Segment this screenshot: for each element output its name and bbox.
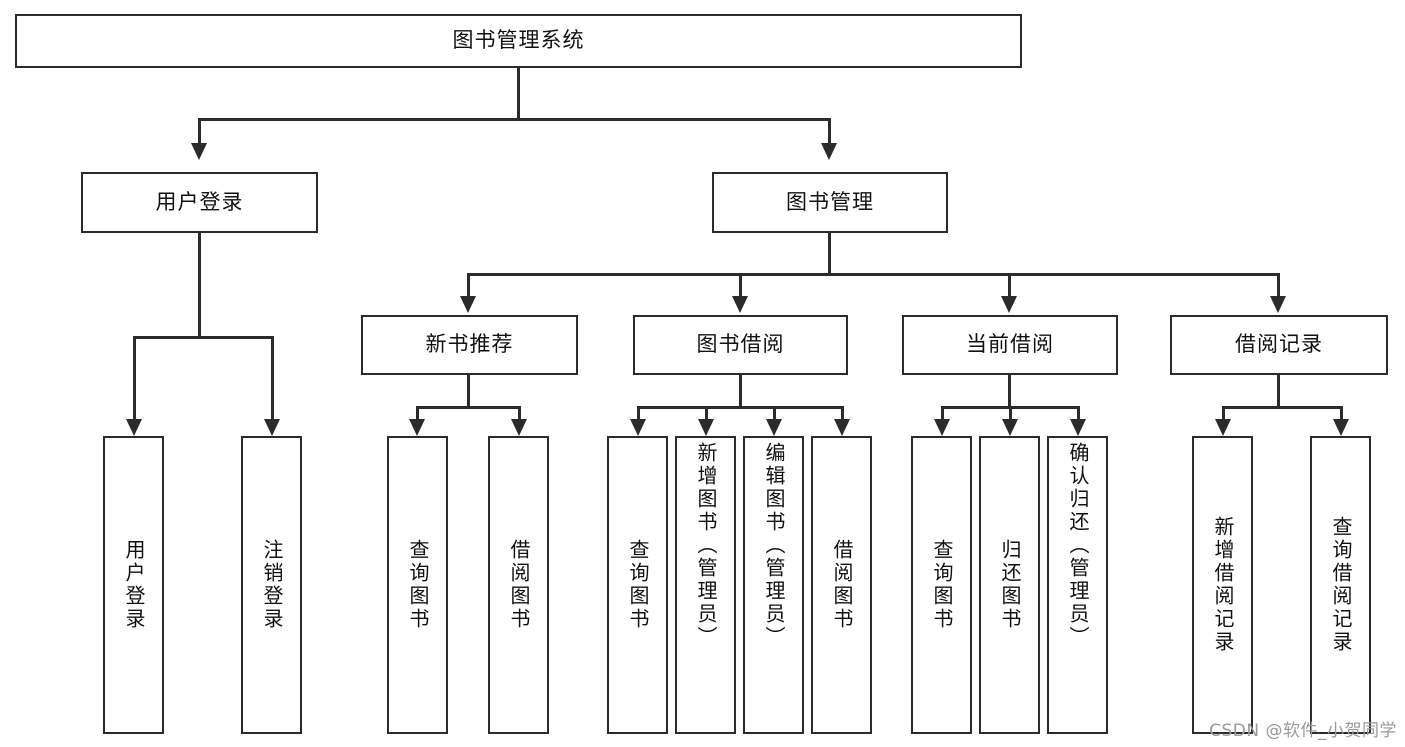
- node-label: 查询图书: [406, 539, 430, 631]
- node-book-borrow[interactable]: 图书借阅: [633, 315, 848, 375]
- edge-bm-to-new-book: [467, 273, 470, 299]
- node-label: 图书管理: [786, 189, 874, 214]
- edge-newbook-to-query: [416, 406, 419, 422]
- node-label: 查询图书: [930, 539, 954, 631]
- node-label: 注销登录: [260, 539, 284, 631]
- node-leaf-add-borrow-record[interactable]: 新增借阅记录: [1192, 436, 1253, 734]
- node-label: 用户登录: [122, 539, 146, 631]
- edge-root-to-book-management: [828, 118, 831, 146]
- edge-currentborrow-to-return: [1009, 406, 1012, 422]
- node-label: 查询图书: [626, 539, 650, 631]
- arrow-currentborrow-to-confirm: [1070, 419, 1086, 436]
- edge-newbook-stem: [467, 375, 470, 408]
- arrow-records-to-add: [1215, 419, 1231, 436]
- node-label: 借阅记录: [1235, 332, 1323, 357]
- arrow-bm-to-borrow: [732, 296, 748, 313]
- edge-user-login-to-login: [133, 336, 136, 422]
- edge-records-to-query: [1340, 406, 1343, 422]
- node-label: 新增图书（管理员）: [694, 442, 718, 649]
- node-label: 归还图书: [998, 539, 1022, 631]
- edge-newbook-bus: [416, 406, 521, 409]
- arrow-currentborrow-to-return: [1002, 419, 1018, 436]
- edge-book-management-bus: [467, 273, 1279, 276]
- arrow-bm-to-current: [1001, 296, 1017, 313]
- edge-currentborrow-to-query: [941, 406, 944, 422]
- edge-records-stem: [1277, 375, 1280, 408]
- edge-bookborrow-to-edit: [773, 406, 776, 422]
- arrow-records-to-query: [1333, 419, 1349, 436]
- node-new-book-recommend[interactable]: 新书推荐: [361, 315, 578, 375]
- edge-currentborrow-to-confirm: [1077, 406, 1080, 422]
- node-leaf-confirm-return-admin[interactable]: 确认归还（管理员）: [1047, 436, 1108, 734]
- node-leaf-query-book-borrow[interactable]: 查询图书: [607, 436, 668, 734]
- arrow-root-to-user-login: [191, 143, 207, 160]
- edge-book-management-stem: [828, 233, 831, 275]
- edge-root-bus: [198, 118, 830, 121]
- edge-bm-to-borrow: [739, 273, 742, 299]
- node-current-borrow[interactable]: 当前借阅: [902, 315, 1118, 375]
- edge-user-login-bus: [133, 336, 271, 339]
- node-user-login[interactable]: 用户登录: [81, 172, 318, 233]
- node-label: 查询借阅记录: [1329, 516, 1353, 654]
- edge-currentborrow-stem: [1008, 375, 1011, 408]
- edge-bookborrow-bus: [637, 406, 843, 409]
- node-label: 编辑图书（管理员）: [762, 442, 786, 649]
- node-leaf-logout[interactable]: 注销登录: [241, 436, 302, 734]
- arrow-root-to-book-management: [821, 143, 837, 160]
- node-leaf-add-book-admin[interactable]: 新增图书（管理员）: [675, 436, 736, 734]
- node-book-management[interactable]: 图书管理: [712, 172, 948, 233]
- arrow-bm-to-new-book: [460, 296, 476, 313]
- edge-records-to-add: [1222, 406, 1225, 422]
- node-label: 借阅图书: [507, 539, 531, 631]
- arrow-newbook-to-query: [409, 419, 425, 436]
- node-leaf-query-book-current[interactable]: 查询图书: [911, 436, 972, 734]
- node-label: 用户登录: [155, 189, 244, 214]
- node-label: 当前借阅: [966, 332, 1054, 357]
- arrow-user-login-to-login: [126, 419, 142, 436]
- node-label: 图书管理系统: [452, 28, 585, 53]
- node-borrow-records[interactable]: 借阅记录: [1170, 315, 1388, 375]
- node-leaf-query-book-recommend[interactable]: 查询图书: [387, 436, 448, 734]
- arrow-bm-to-records: [1270, 296, 1286, 313]
- node-leaf-edit-book-admin[interactable]: 编辑图书（管理员）: [743, 436, 804, 734]
- node-leaf-return-book[interactable]: 归还图书: [979, 436, 1040, 734]
- arrow-newbook-to-borrow: [511, 419, 527, 436]
- arrow-bookborrow-to-query: [630, 419, 646, 436]
- arrow-currentborrow-to-query: [934, 419, 950, 436]
- node-label: 新增借阅记录: [1211, 516, 1235, 654]
- arrow-bookborrow-to-add: [698, 419, 714, 436]
- edge-root-stem: [517, 68, 520, 119]
- edge-bookborrow-to-query: [637, 406, 640, 422]
- arrow-bookborrow-to-borrowbook: [834, 419, 850, 436]
- node-leaf-borrow-book[interactable]: 借阅图书: [811, 436, 872, 734]
- arrow-user-login-to-logout: [264, 419, 280, 436]
- node-leaf-borrow-book-recommend[interactable]: 借阅图书: [488, 436, 549, 734]
- node-leaf-user-login[interactable]: 用户登录: [103, 436, 164, 734]
- node-label: 确认归还（管理员）: [1066, 442, 1090, 649]
- node-leaf-query-borrow-record[interactable]: 查询借阅记录: [1310, 436, 1371, 734]
- edge-root-to-user-login: [198, 118, 201, 146]
- edge-user-login-stem: [198, 233, 201, 338]
- edge-bm-to-records: [1277, 273, 1280, 299]
- edge-records-bus: [1222, 406, 1342, 409]
- edge-newbook-to-borrow: [518, 406, 521, 422]
- node-label: 新书推荐: [425, 332, 514, 357]
- edge-bookborrow-stem: [739, 375, 742, 408]
- arrow-bookborrow-to-edit: [766, 419, 782, 436]
- edge-bm-to-current: [1008, 273, 1011, 299]
- edge-bookborrow-to-add: [705, 406, 708, 422]
- node-root-book-management-system[interactable]: 图书管理系统: [15, 14, 1022, 68]
- node-label: 借阅图书: [830, 539, 854, 631]
- node-label: 图书借阅: [696, 332, 785, 357]
- edge-user-login-to-logout: [271, 336, 274, 422]
- edge-bookborrow-to-borrowbook: [841, 406, 844, 422]
